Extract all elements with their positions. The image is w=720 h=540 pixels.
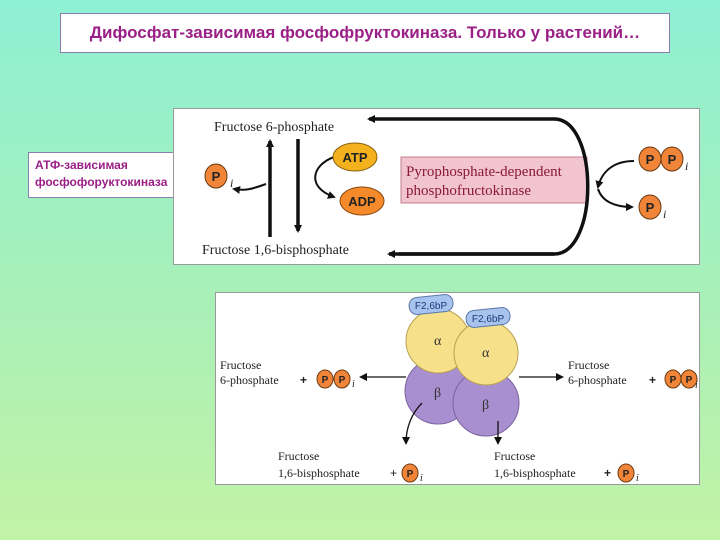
ppi-pfk-line2: phosphofructokinase [406, 183, 531, 199]
svg-text:P: P [212, 169, 221, 184]
beta-label-left: β [434, 386, 441, 401]
right-product-line2: 1,6-bisphosphate [494, 466, 576, 480]
atp-icon: ATP [332, 142, 378, 172]
fructose-6-phosphate-label: Fructose 6-phosphate [214, 120, 334, 135]
pi-subscript: i [230, 176, 233, 190]
left-substrate-line1: Fructose [220, 358, 261, 372]
pfk-reaction-panel: Fructose 6-phosphate Fructose 1,6-bispho… [173, 108, 700, 265]
slide-title: Дифосфат-зависимая фосфофруктокиназа. То… [60, 13, 670, 53]
svg-text:i: i [636, 473, 639, 484]
phosphate-icon: P [204, 163, 228, 189]
svg-text:F2,6bP: F2,6bP [472, 314, 505, 325]
right-plus: + [649, 373, 656, 387]
left-product-line2: 1,6-bisphosphate [278, 466, 360, 480]
atp-dependent-pfk-label: АТФ-зависимая фосфофоруктокиназа [28, 152, 200, 198]
svg-text:P: P [322, 375, 329, 386]
left-product-arrow [402, 402, 423, 445]
pi-release-arrow [232, 183, 267, 194]
svg-text:i: i [695, 380, 698, 391]
ppi-pfk-structure-panel: α α β β F2,6bP F2,6bP Fructose 6-phospha… [215, 292, 700, 485]
svg-text:i: i [420, 473, 423, 484]
right-product-line1: Fructose [494, 449, 535, 463]
pi-out-arrow [597, 188, 634, 211]
svg-text:ATP: ATP [342, 150, 367, 165]
right-phosphate-icon: P i [617, 463, 639, 484]
left-plus: + [300, 373, 307, 387]
ppi-loop-arrow-top [367, 115, 590, 256]
ppi-pfk-line1: Pyrophosphate-dependent [406, 164, 563, 180]
svg-text:P: P [623, 469, 630, 480]
adp-icon: ADP [339, 186, 385, 216]
ppi-in-arrow [595, 160, 635, 189]
left-substrate-line2: 6-phosphate [220, 373, 279, 387]
svg-text:P: P [668, 152, 677, 167]
svg-text:ADP: ADP [348, 194, 376, 209]
right-substrate-line1: Fructose [568, 358, 609, 372]
svg-text:P: P [646, 200, 655, 215]
ppi-pfk-box: Pyrophosphate-dependent phosphofructokin… [400, 156, 588, 204]
svg-text:P: P [407, 469, 414, 480]
left-product-line1: Fructose [278, 449, 319, 463]
right-pyrophosphate-icon: P P i [664, 369, 698, 391]
right-substrate-line2: 6-phosphate [568, 373, 627, 387]
svg-text:F2,6bP: F2,6bP [415, 301, 448, 312]
svg-text:i: i [663, 207, 666, 221]
svg-text:i: i [352, 379, 355, 390]
fructose-1-6-bisphosphate-label: Fructose 1,6-bisphosphate [202, 243, 349, 258]
atp-adp-arrow [314, 156, 336, 199]
alpha-label-right: α [482, 346, 490, 361]
beta-label-right: β [482, 398, 489, 413]
f26bp-effector-left: F2,6bP [408, 294, 454, 315]
left-pyrophosphate-icon: P P i [316, 369, 355, 390]
phosphate-icon: P i [638, 194, 666, 221]
pfk-reaction-diagram: Fructose 6-phosphate Fructose 1,6-bispho… [202, 115, 688, 258]
svg-text:P: P [670, 375, 677, 386]
svg-text:i: i [685, 159, 688, 173]
ppi-pfk-structure-diagram: α α β β F2,6bP F2,6bP Fructose 6-phospha… [220, 294, 698, 484]
svg-text:P: P [686, 375, 693, 386]
pyrophosphate-icon: P P i [638, 146, 688, 173]
left-phosphate-icon: P i [401, 463, 423, 484]
svg-text:P: P [646, 152, 655, 167]
svg-text:P: P [339, 375, 346, 386]
alpha-label-left: α [434, 334, 442, 349]
f26bp-effector-right: F2,6bP [465, 307, 511, 328]
right-product-plus: + [604, 466, 611, 480]
left-product-plus: + [390, 466, 397, 480]
